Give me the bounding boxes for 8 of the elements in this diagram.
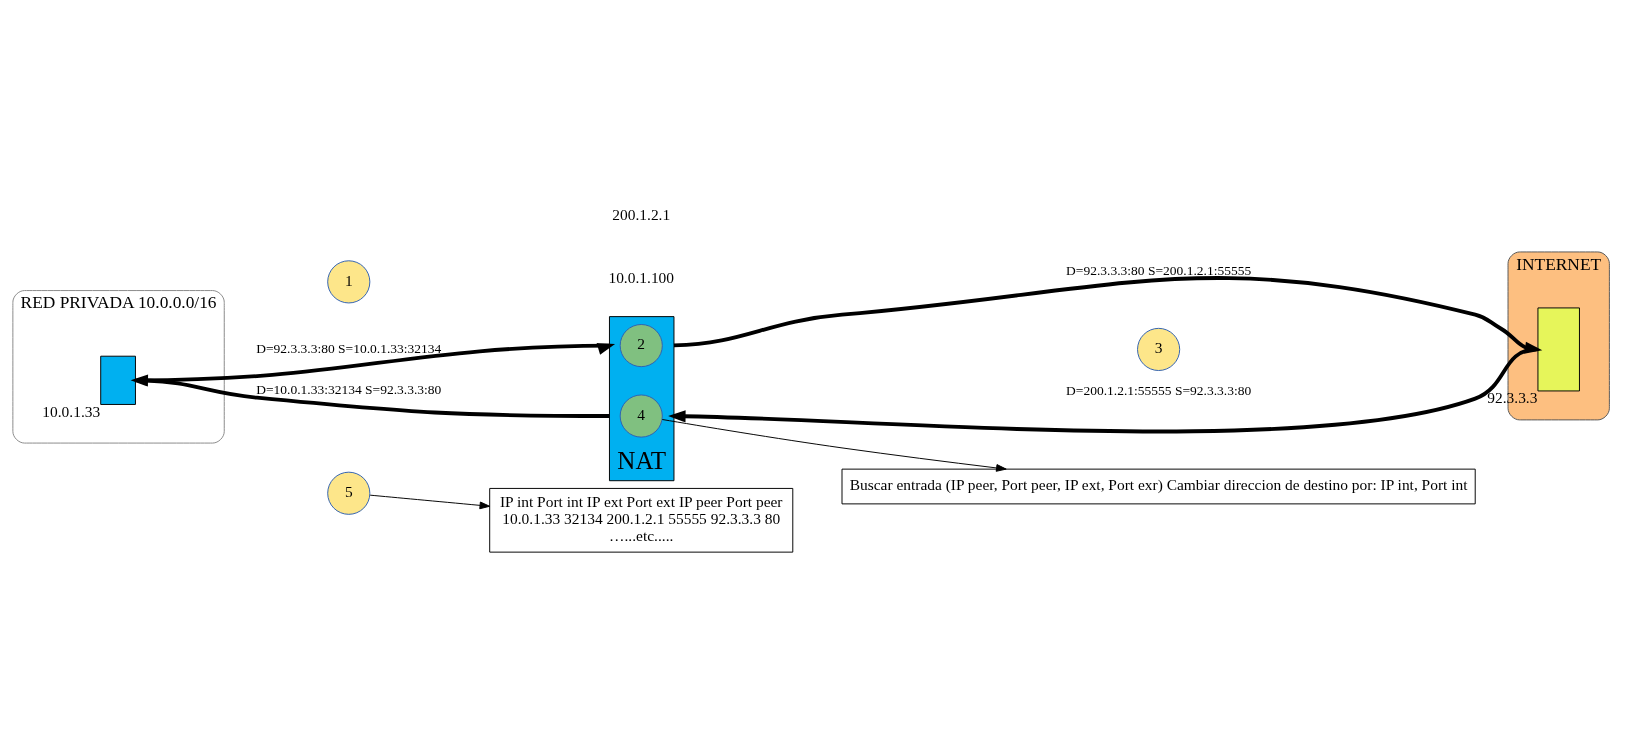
node-label: 92.3.3.3: [1487, 388, 1538, 406]
edge-label: D=200.1.2.1:55555 S=92.3.3.3:80: [1066, 382, 1252, 398]
edge-label: D=92.3.3.3:80 S=200.1.2.1:55555: [1066, 262, 1252, 278]
edge-label: D=92.3.3.3:80 S=10.0.1.33:32134: [256, 340, 442, 356]
edge-label: D=10.0.1.33:32134 S=92.3.3.3:80: [256, 381, 442, 397]
node-label: 200.1.2.1: [612, 205, 671, 223]
node-label: 10.0.1.100: [608, 268, 675, 286]
node-label: 10.0.1.33: [42, 402, 101, 420]
